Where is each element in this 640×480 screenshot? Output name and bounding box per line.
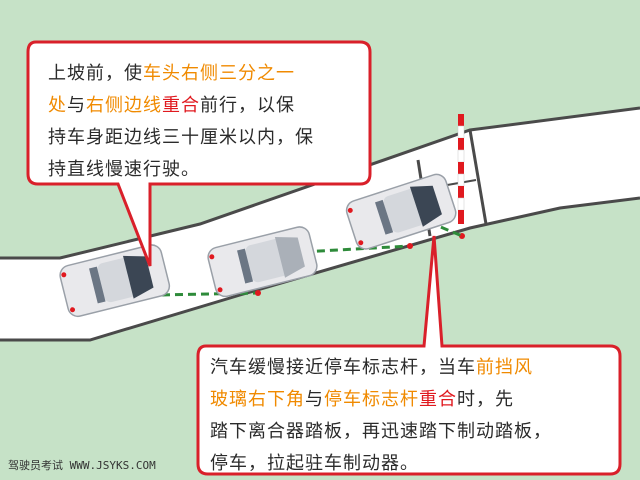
stop-box-line-right — [468, 129, 488, 225]
callout-bottom-line-4: 停车，拉起驻车制动器。 — [210, 448, 552, 480]
guide-point-2 — [407, 243, 413, 249]
callout-top-line-2: 处与右侧边线重合前行，以保 — [48, 90, 314, 122]
callout-top-line-3: 持车身距边线三十厘米以内，保 — [48, 122, 314, 154]
callout-top-line-1: 上坡前，使车头右侧三分之一 — [48, 58, 314, 90]
guide-point-1 — [255, 290, 261, 296]
callout-top-line-4: 持直线慢速行驶。 — [48, 154, 314, 186]
car-1 — [59, 244, 171, 318]
callout-top-segment: 上坡前，使 — [48, 63, 143, 84]
callout-bottom-line-2: 玻璃右下角与停车标志杆重合时，先 — [210, 384, 552, 416]
road-edge-bottom — [0, 196, 640, 342]
callout-bottom-segment: 汽车缓慢接近停车标志杆，当车 — [210, 357, 476, 378]
callout-bottom-segment: 重合 — [419, 389, 457, 410]
callout-top-segment: 右侧边线 — [86, 95, 162, 116]
callout-bottom-box — [196, 235, 622, 476]
callout-bottom-text: 汽车缓慢接近停车标志杆，当车前挡风玻璃右下角与停车标志杆重合时，先踏下离合器踏板… — [210, 352, 552, 480]
callout-bottom-segment: 前挡风 — [476, 357, 533, 378]
callout-top-segment: 前行，以保 — [200, 95, 295, 116]
callout-bottom-segment: 踏下离合器踏板，再迅速踏下制动踏板， — [210, 421, 552, 442]
callout-top-segment: 重合 — [162, 95, 200, 116]
callout-top-text: 上坡前，使车头右侧三分之一处与右侧边线重合前行，以保持车身距边线三十厘米以内，保… — [48, 58, 314, 186]
callout-bottom-line-3: 踏下离合器踏板，再迅速踏下制动踏板， — [210, 416, 552, 448]
callout-top-segment: 与 — [67, 95, 86, 116]
callout-top-box — [26, 40, 372, 267]
stop-pole — [457, 114, 465, 239]
callout-bottom-segment: 与 — [305, 389, 324, 410]
car-2 — [207, 226, 318, 298]
callout-bottom-segment: 停车，拉起驻车制动器。 — [210, 453, 419, 474]
watermark: 驾驶员考试 WWW.JSYKS.COM — [8, 459, 156, 472]
callout-top-segment: 持车身距边线三十厘米以内，保 — [48, 127, 314, 148]
callout-bottom-segment: 时，先 — [457, 389, 514, 410]
callout-top-segment: 持直线慢速行驶。 — [48, 159, 200, 180]
road-edge-top — [0, 106, 640, 260]
callout-top-segment: 车头右侧三分之一 — [143, 63, 295, 84]
callout-bottom-line-1: 汽车缓慢接近停车标志杆，当车前挡风 — [210, 352, 552, 384]
car-3 — [345, 173, 457, 250]
callout-bottom-segment: 停车标志杆 — [324, 389, 419, 410]
callout-top-segment: 处 — [48, 95, 67, 116]
callout-bottom-segment: 玻璃右下角 — [210, 389, 305, 410]
